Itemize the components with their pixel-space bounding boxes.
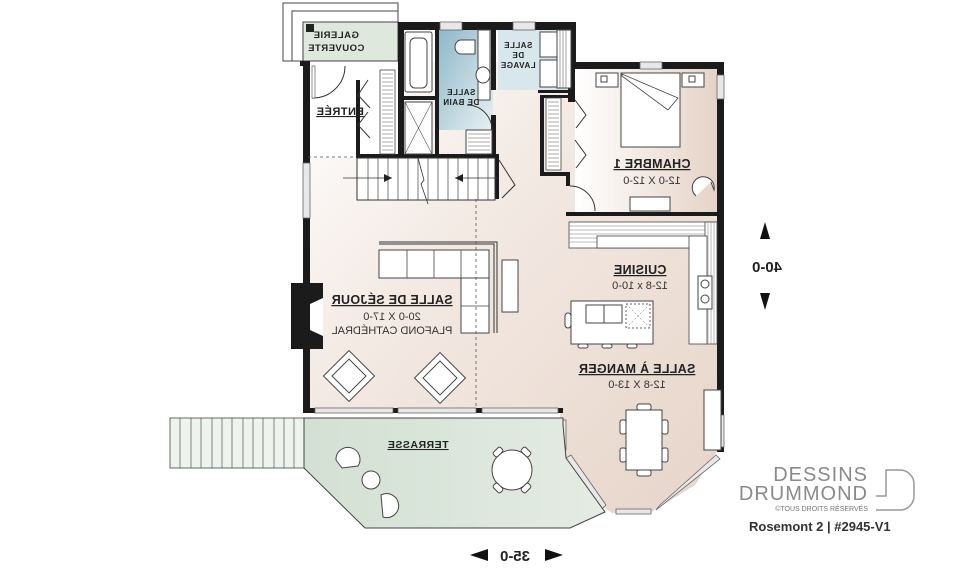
chambre-dimensions: 12-0 X 12-0	[623, 175, 680, 187]
cuisine-label: CUISINE	[614, 263, 667, 277]
brand-line2: DRUMMOND	[739, 483, 868, 505]
bedroom-furniture	[569, 72, 715, 212]
entree-label: ENTRÉE	[316, 105, 364, 118]
kitchen-counters	[564, 221, 718, 349]
fireplace-opening	[310, 298, 323, 336]
model-label: Rosemont 2 | #2945-V1	[749, 519, 891, 534]
galerie-label-line2: COUVERTE	[308, 43, 365, 54]
terrasse-label: TERRASSE	[387, 439, 448, 451]
room-labels: GALERIE COUVERTE ENTRÉE SALLE DE BAIN SA…	[308, 30, 696, 451]
cooktop-burner-icon	[700, 294, 710, 304]
sejour-dimensions: 20-0 X 17-0	[363, 311, 420, 323]
brand-line1: DESSINS	[773, 464, 868, 486]
lavage-label-line1: SALLE	[503, 41, 532, 50]
staircase	[343, 157, 516, 205]
cooktop-burner-icon	[700, 279, 710, 289]
width-dimension: 35-0	[500, 548, 530, 565]
galerie-label-line1: GALERIE	[313, 30, 359, 41]
arrow-right-icon	[545, 549, 563, 561]
brand-copyright: ©TOUS DROITS RÉSERVÉS	[775, 504, 868, 513]
closets	[357, 69, 587, 171]
post-icon	[306, 24, 314, 32]
salle-de-bain-label-line1: SALLE	[446, 88, 475, 97]
arrow-left-icon	[470, 549, 488, 561]
brand-logo: DESSINS DRUMMOND ©TOUS DROITS RÉSERVÉS	[739, 464, 915, 513]
galerie-couverte	[282, 2, 399, 62]
sejour-label: SALLE DE SÉJOUR	[331, 292, 452, 307]
arrow-up-icon	[760, 222, 770, 239]
dining-furniture	[619, 389, 722, 477]
stair-arrow-icon	[455, 174, 463, 182]
logo-mark-icon	[876, 469, 915, 511]
bathroom-fixtures	[404, 29, 493, 155]
chambre-label: CHAMBRE 1	[613, 157, 690, 171]
living-furniture	[308, 156, 519, 408]
stair-arrow-icon	[384, 174, 392, 182]
sejour-note: PLAFOND CATHÉDRAL	[332, 324, 453, 337]
laundry-fixtures	[539, 29, 572, 89]
arrow-down-icon	[760, 293, 770, 310]
entry-door	[311, 65, 346, 99]
overall-dimensions: 40-0 35-0	[470, 222, 782, 565]
depth-dimension: 40-0	[752, 259, 782, 276]
windows	[302, 21, 725, 515]
salle-a-manger-label: SALLE À MANGER	[579, 361, 696, 376]
lavage-label-line2: DE	[512, 51, 524, 60]
cuisine-dimensions: 12-8 x 10-0	[612, 280, 668, 292]
terrasse	[169, 417, 606, 529]
lavage-label-line3: LAVAGE	[500, 61, 535, 70]
salle-a-manger-dimensions: 12-8 X 13-0	[608, 379, 665, 391]
salle-de-bain-label-line2: DE BAIN	[443, 98, 479, 107]
